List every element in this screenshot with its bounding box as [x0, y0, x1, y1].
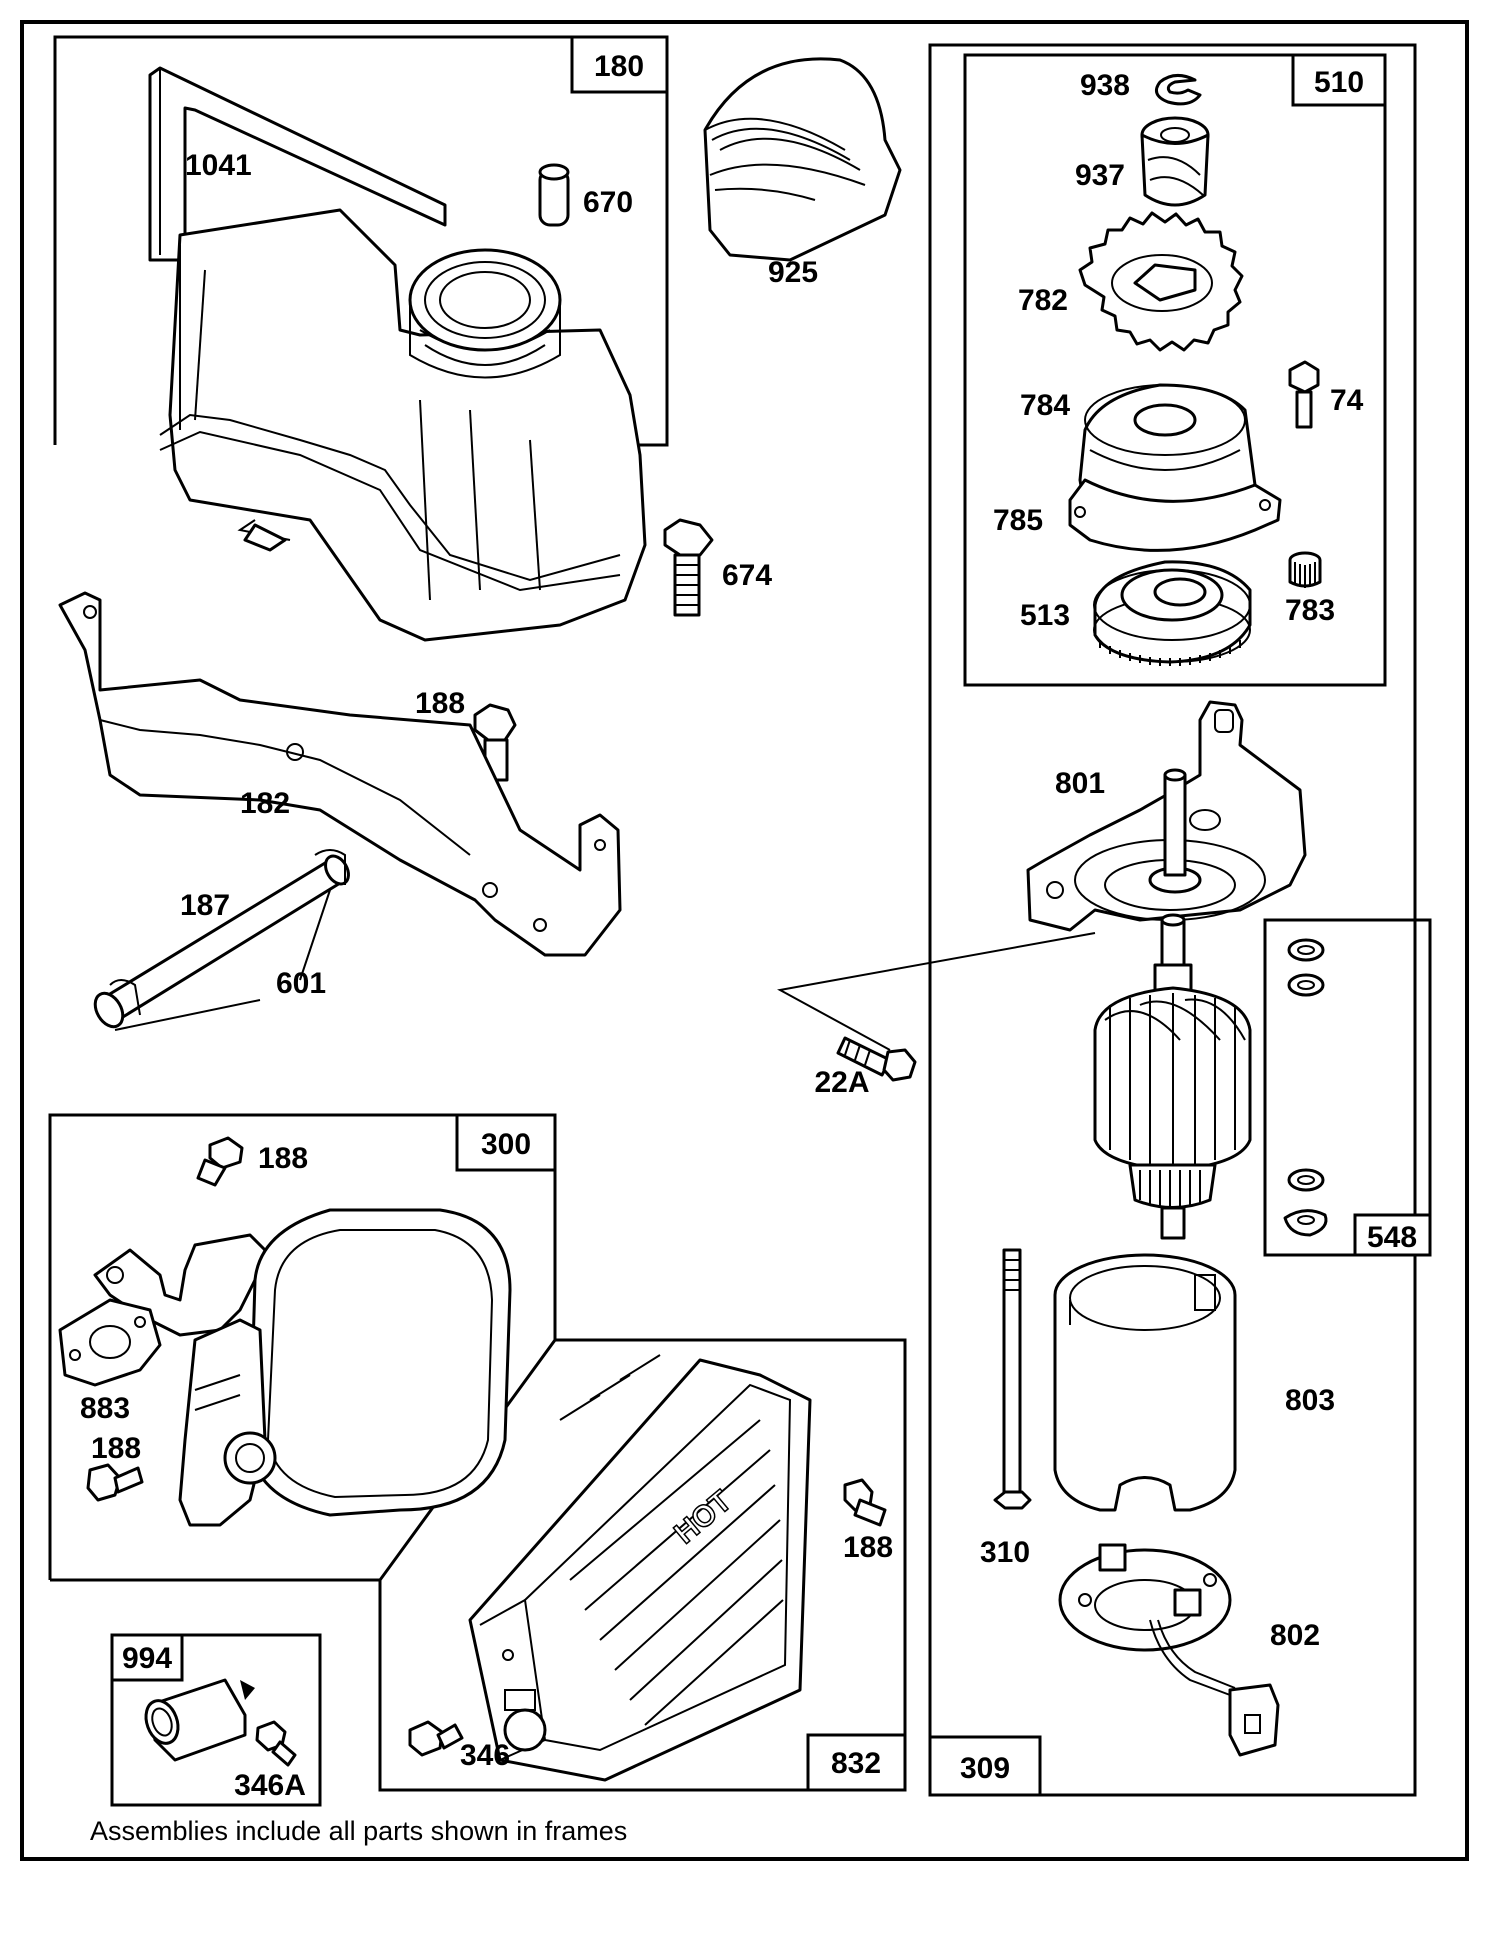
brushplate-802 [1058, 1543, 1280, 1757]
gear-782 [1078, 211, 1244, 352]
gasket-883 [58, 1298, 162, 1387]
label-670: 670 [583, 186, 633, 219]
cap-925 [703, 57, 902, 262]
frame-180-number: 180 [594, 50, 644, 83]
pinion-937 [1140, 116, 1210, 207]
heat-shield: HOT [468, 1354, 812, 1782]
label-938: 938 [1080, 69, 1130, 102]
label-937: 937 [1075, 159, 1125, 192]
bolt-310 [993, 1248, 1032, 1510]
label-22A: 22A [814, 1066, 869, 1099]
label-785: 785 [993, 504, 1043, 537]
label-182: 182 [240, 787, 290, 820]
label-188-muffler-top: 188 [258, 1142, 308, 1175]
housing-803 [1053, 1253, 1237, 1512]
label-187: 187 [180, 889, 230, 922]
frame-180: 180 [53, 35, 669, 447]
bushing-670 [538, 163, 570, 227]
gear-513 [1093, 560, 1252, 666]
label-310: 310 [980, 1536, 1030, 1569]
label-925: 925 [768, 256, 818, 289]
ring-938 [1154, 74, 1202, 106]
bolt-22A [836, 1036, 917, 1082]
label-801: 801 [1055, 767, 1105, 800]
label-601: 601 [276, 967, 326, 1000]
hose-187 [93, 854, 350, 1029]
strap-1041 [148, 66, 447, 262]
endcap-801 [1026, 700, 1307, 932]
label-803: 803 [1285, 1384, 1335, 1417]
frame-300-number: 300 [481, 1128, 531, 1161]
bolt-188-bracket [473, 703, 517, 782]
screw-74 [1288, 360, 1320, 429]
label-74: 74 [1330, 384, 1364, 417]
screw-346A [255, 1720, 297, 1767]
label-674: 674 [722, 559, 772, 592]
fuel-tank [159, 208, 647, 642]
frame-548: 548 [1263, 918, 1432, 1257]
bracket-182 [58, 591, 622, 957]
label-784: 784 [1020, 389, 1070, 422]
armature [1093, 913, 1252, 1240]
screw-346 [408, 1720, 464, 1757]
washers-548 [1283, 938, 1328, 1237]
muffler [93, 1208, 512, 1527]
spark-arrestor [144, 1678, 255, 1762]
label-188-shield: 188 [843, 1531, 893, 1564]
outer-border [20, 20, 1469, 1861]
frame-548-number: 548 [1367, 1221, 1417, 1254]
label-188-bracket: 188 [415, 687, 465, 720]
frame-300: 300 [48, 1113, 557, 1582]
frame-510-number: 510 [1314, 66, 1364, 99]
label-883: 883 [80, 1392, 130, 1425]
bolt-674 [663, 518, 714, 617]
frame-510: 510 [963, 53, 1387, 687]
label-802: 802 [1270, 1619, 1320, 1652]
frame-309-number: 309 [960, 1752, 1010, 1785]
frame-994: 994 [110, 1633, 322, 1807]
flange-785 [1068, 478, 1282, 552]
label-346: 346 [460, 1739, 510, 1772]
frame-832: 832 [378, 1338, 907, 1792]
assemblies-note: Assemblies include all parts shown in fr… [90, 1816, 627, 1846]
label-188-muffler-side: 188 [91, 1432, 141, 1465]
label-783: 783 [1285, 594, 1335, 627]
bolt-188-muffler-top [196, 1136, 244, 1187]
frame-994-number: 994 [122, 1642, 172, 1675]
label-782: 782 [1018, 284, 1068, 317]
label-346A: 346A [234, 1769, 306, 1802]
frame-832-number: 832 [831, 1747, 881, 1780]
bolt-188-shield [843, 1478, 887, 1527]
clamp-601 [109, 849, 346, 1016]
label-513: 513 [1020, 599, 1070, 632]
bolt-188-muffler-side [86, 1463, 144, 1502]
gear-783 [1288, 551, 1322, 588]
label-1041: 1041 [185, 149, 252, 182]
